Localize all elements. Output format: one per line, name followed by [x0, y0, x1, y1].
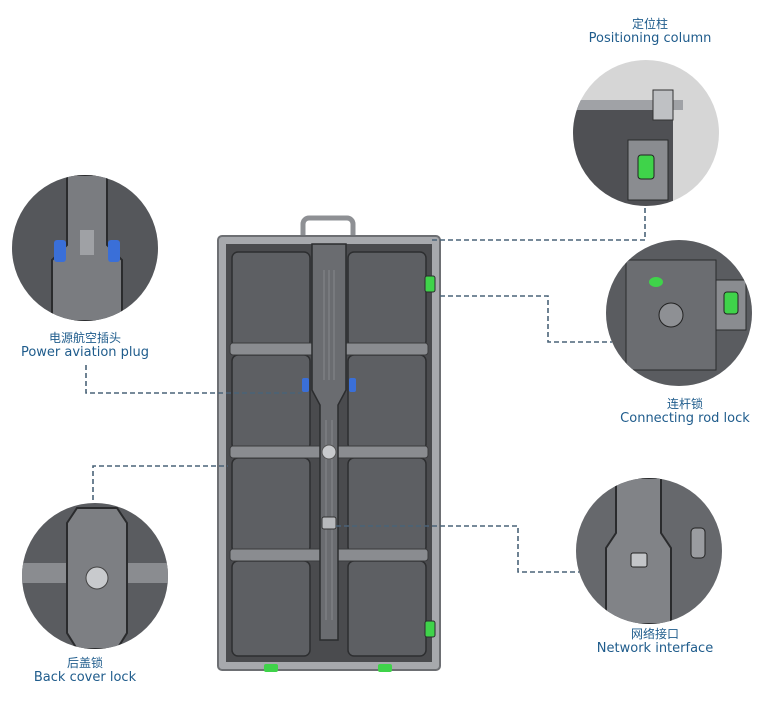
label-cn: 定位柱	[631, 17, 668, 31]
leader-positioning-column	[432, 205, 646, 241]
detail-network-interface	[576, 478, 722, 624]
label-en: Positioning column	[588, 30, 712, 46]
back-cover-lock-knob	[321, 444, 337, 460]
indicator-bottom-left	[264, 664, 278, 672]
detail-power-aviation-plug	[12, 175, 158, 321]
label-positioning-column: 定位柱 Positioning column	[570, 17, 730, 47]
label-en: Power aviation plug	[20, 344, 150, 360]
label-network-interface: 网络接口 Network interface	[580, 627, 730, 657]
detail-connecting-rod-lock	[606, 240, 752, 386]
power-plug-left	[302, 378, 309, 392]
leader-connecting-rod-lock	[440, 295, 612, 343]
module-panels	[231, 251, 427, 657]
network-port	[321, 516, 337, 530]
leader-network-interface	[336, 525, 582, 573]
indicator-right-bottom	[424, 620, 436, 638]
detail-positioning-column	[573, 60, 719, 206]
leader-back-cover-lock	[92, 465, 228, 500]
label-power-aviation-plug: 电源航空插头 Power aviation plug	[5, 331, 165, 361]
label-back-cover-lock: 后盖锁 Back cover lock	[15, 656, 155, 686]
detail-back-cover-lock	[22, 503, 168, 649]
indicator-right-top	[424, 275, 436, 293]
leader-power-aviation-plug	[85, 365, 302, 394]
label-connecting-rod-lock: 连杆锁 Connecting rod lock	[605, 397, 765, 427]
label-en: Network interface	[596, 640, 714, 656]
power-plug-right	[349, 378, 356, 392]
label-cn: 后盖锁	[66, 656, 103, 670]
label-cn: 连杆锁	[666, 397, 703, 411]
label-cn: 电源航空插头	[48, 331, 121, 345]
indicator-bottom-right	[378, 664, 392, 672]
label-cn: 网络接口	[630, 627, 679, 641]
label-en: Back cover lock	[33, 669, 137, 685]
label-en: Connecting rod lock	[620, 410, 750, 426]
central-spine	[311, 243, 347, 641]
